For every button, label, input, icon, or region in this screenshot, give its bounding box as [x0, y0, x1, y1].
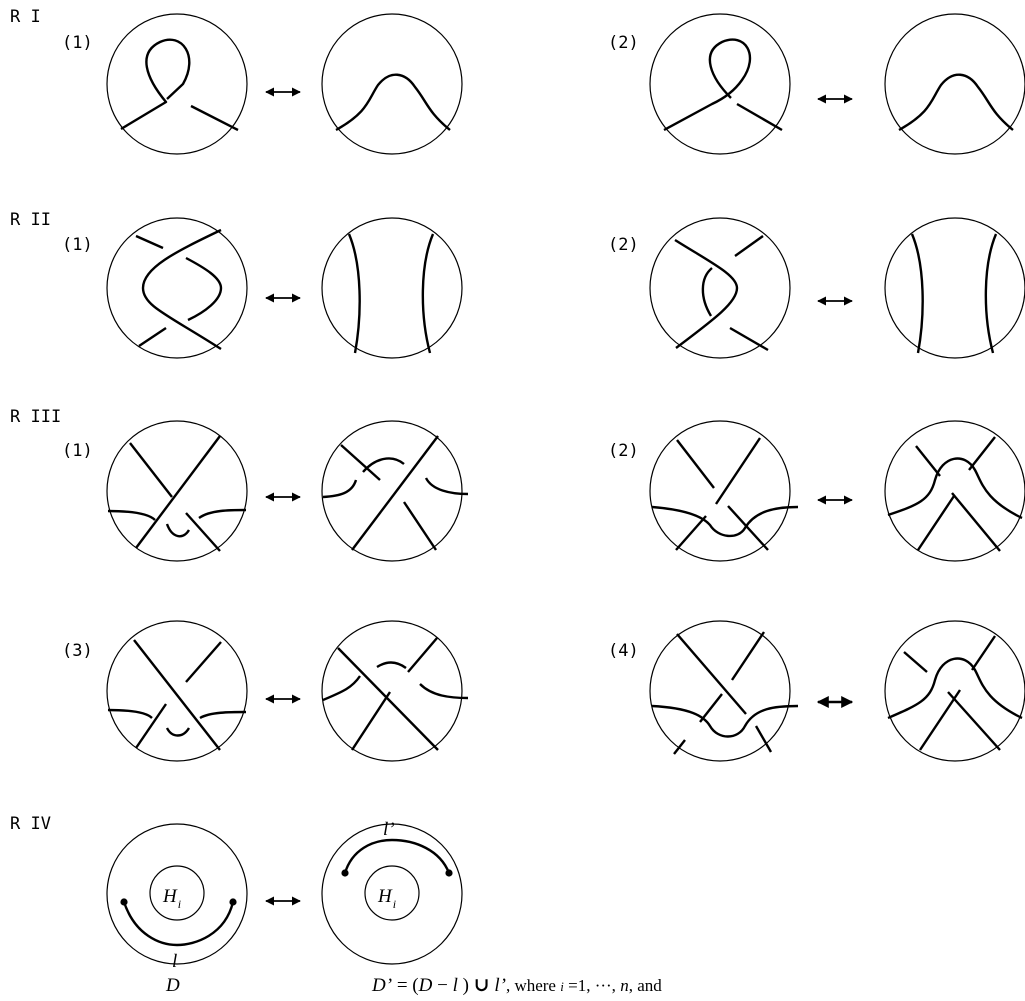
case-label-r1-1: (1) [62, 33, 93, 53]
r3-1-left-diagram [106, 420, 248, 562]
arc-label-l: l [172, 951, 177, 972]
r3-3-right-diagram [321, 620, 469, 762]
r2-2-left-diagram [649, 217, 791, 359]
case-label-r3-4: (4) [608, 641, 639, 661]
r3-2-left-diagram [649, 420, 799, 562]
r3-1-right-diagram [321, 420, 469, 562]
r1-1-left-diagram [106, 13, 248, 155]
hole-label-left: Hi [162, 886, 181, 911]
r2-1-left-diagram [106, 217, 248, 359]
r3-3-left-diagram [106, 620, 248, 762]
case-label-r3-1: (1) [62, 441, 93, 461]
r4-right-diagram: Hi l’ [321, 819, 463, 965]
r3-4-right-diagram [884, 620, 1025, 762]
r4-formula: D’ = (D − l ) ∪ l’, where i =1, ···, n, … [371, 975, 662, 996]
double-arrows [265, 87, 854, 906]
case-label-r1-2: (2) [608, 33, 639, 53]
hole-circle-left [149, 865, 205, 921]
hole-label-right: Hi [377, 886, 396, 911]
row-label-r3: R III [10, 407, 61, 427]
r1-2-right-diagram [884, 13, 1025, 155]
r3-4-left-diagram [649, 620, 799, 762]
row-label-r1: R I [10, 7, 41, 27]
r1-2-left-diagram [649, 13, 791, 155]
arc-label-lprime: l’ [383, 819, 395, 840]
r4-left-diagram: Hi l [106, 823, 248, 972]
case-label-r3-2: (2) [608, 441, 639, 461]
r2-1-right-diagram [321, 217, 463, 359]
hole-circle-right [364, 865, 420, 921]
case-label-r2-1: (1) [62, 235, 93, 255]
row-label-r2: R II [10, 210, 51, 230]
r1-1-right-diagram [321, 13, 463, 155]
r2-2-right-diagram [884, 217, 1025, 359]
disk-label-d: D [165, 975, 180, 996]
row-label-r4: R IV [10, 814, 51, 834]
case-label-r2-2: (2) [608, 235, 639, 255]
case-label-r3-3: (3) [62, 641, 93, 661]
r3-2-right-diagram [884, 420, 1025, 562]
